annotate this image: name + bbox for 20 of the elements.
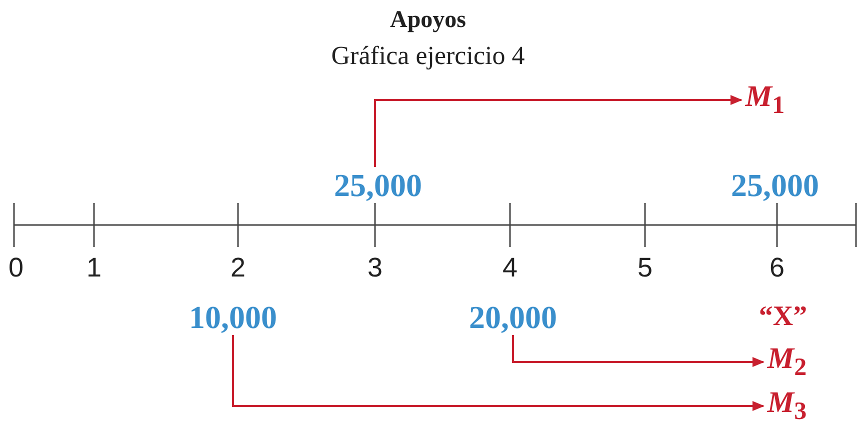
unknown-label: “X”: [758, 303, 808, 331]
tick-label: 6: [769, 254, 785, 282]
amount-label: 25,000: [334, 169, 422, 201]
tick-label: 0: [8, 254, 24, 282]
title: Apoyos: [390, 8, 466, 32]
arrow: [232, 335, 764, 411]
tick-label: 4: [502, 254, 518, 282]
amount-label: 20,000: [469, 301, 557, 333]
tick-label: 3: [367, 254, 383, 282]
amount-label: 10,000: [189, 301, 277, 333]
subtitle: Gráfica ejercicio 4: [331, 43, 525, 69]
variable-label: M$_{3}$: [767, 388, 807, 424]
amount-label: 25,000: [731, 169, 819, 201]
tick-label: 1: [86, 254, 102, 282]
variable-label: M$_{1}$: [745, 82, 785, 118]
tick-label: 5: [637, 254, 653, 282]
tick-label: 2: [230, 254, 246, 282]
arrow: [374, 95, 742, 167]
variable-label: M$_{2}$: [767, 344, 807, 380]
arrow: [512, 335, 764, 367]
